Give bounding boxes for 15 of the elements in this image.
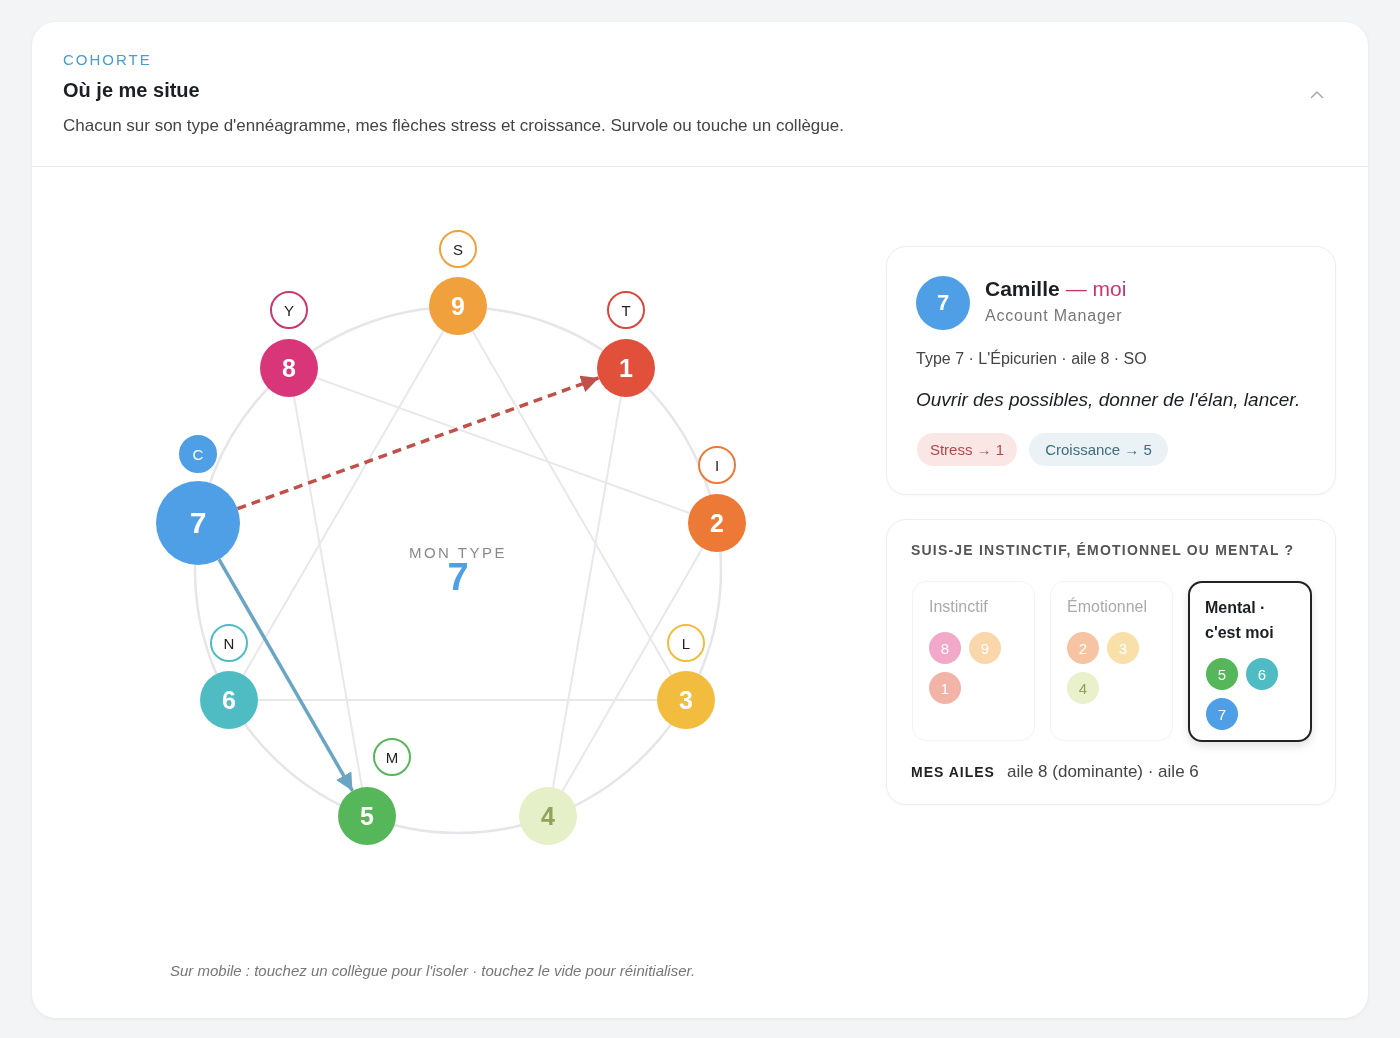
center-name: Instinctif <box>929 598 988 616</box>
wings-label: MES AILES <box>911 764 995 780</box>
self-tag: — moi <box>1065 277 1127 301</box>
person-name: Camille <box>985 277 1060 301</box>
wings-value: aile 8 (dominante) · aile 6 <box>1006 762 1199 782</box>
motto-quote: Ouvrir des possibles, donner de l'élan, lancer. <box>916 389 1301 411</box>
type-summary: Type 7 · L'Épicurien · aile 8 · SO <box>916 350 1147 368</box>
footnote-text: Sur mobile : touchez un collègue pour l'isoler · touchez le vide pour réinitialiser. <box>170 962 696 979</box>
section-eyebrow: COHORTE <box>63 51 152 68</box>
job-title: Account Manager <box>985 307 1123 325</box>
description-text: Chacun sur son type d'ennéagramme, mes flèches stress et croissance. Survole ou touche un collègue. <box>63 116 844 136</box>
center-name: Émotionnel <box>1067 598 1148 616</box>
section-title: Où je me situe <box>63 79 200 102</box>
section-heading: SUIS-JE INSTINCTIF, ÉMOTIONNEL OU MENTAL ? <box>911 542 1295 558</box>
center-name: Mental · c'est moi <box>1205 598 1275 643</box>
